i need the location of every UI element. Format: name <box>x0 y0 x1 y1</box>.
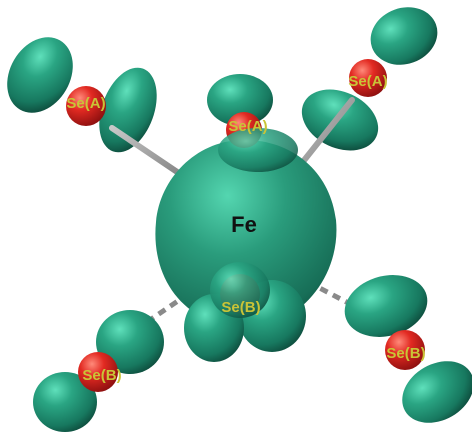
ligand-b2: Se(B) <box>33 283 202 432</box>
se-atom <box>66 86 106 126</box>
orbital-lobe <box>33 372 97 432</box>
ligand-a3: Se(A) <box>207 74 298 172</box>
se-atom <box>349 59 387 97</box>
orbital-lobe <box>370 7 438 65</box>
center-atom-label: Fe <box>231 212 257 237</box>
se-atom <box>385 330 425 370</box>
ligand-a1: Se(A) <box>7 37 195 185</box>
fe-orbital <box>155 139 337 327</box>
ligand-b1: Se(B) <box>184 262 306 362</box>
orbital-lobe <box>210 262 270 318</box>
orbital-lobe <box>96 310 164 374</box>
ligand-label: Se(B) <box>82 367 121 384</box>
orbital-lobe <box>207 74 273 126</box>
orbital-lobe <box>7 37 73 113</box>
ligand-label: Se(B) <box>221 299 260 316</box>
orbital-lobe <box>402 361 472 423</box>
ligand-label: Se(B) <box>386 345 425 362</box>
ligand-label: Se(A) <box>348 73 387 90</box>
se-atom <box>78 352 118 392</box>
bond-dashed <box>148 283 202 323</box>
ligand-label: Se(A) <box>66 95 105 112</box>
orbital-lobe <box>344 275 428 337</box>
ligand-b3: Se(B) <box>306 275 472 423</box>
ligand-label: Se(A) <box>228 118 267 135</box>
ligand-a2: Se(A) <box>287 7 438 181</box>
center-atom-fe: Fe <box>155 139 337 327</box>
orbital-lobe <box>218 128 298 172</box>
